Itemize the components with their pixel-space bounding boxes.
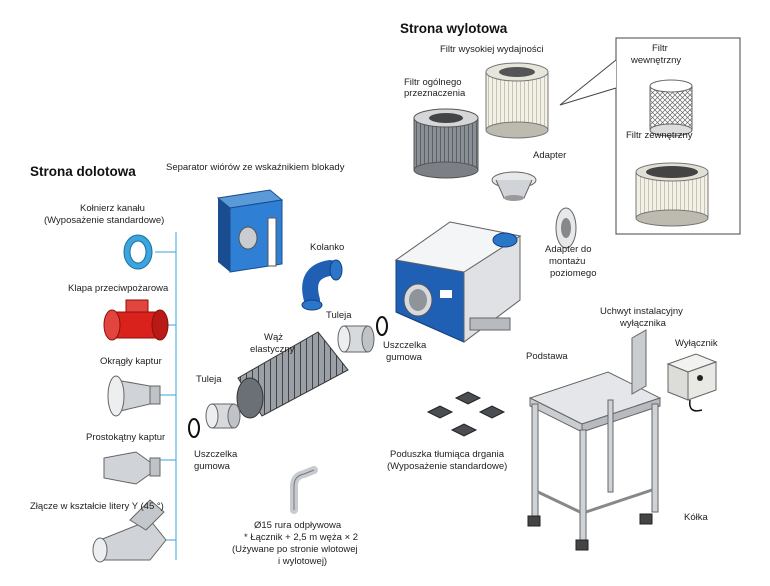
horizontal-adapter-label-1: Adapter do bbox=[545, 244, 592, 255]
elbow-image bbox=[301, 259, 343, 311]
general-filter-image bbox=[413, 108, 479, 179]
stand-label: Podstawa bbox=[526, 351, 568, 362]
drain-pipe-image bbox=[290, 466, 318, 514]
adapter-image bbox=[491, 171, 537, 201]
sleeve-left-image bbox=[205, 403, 241, 429]
elbow-label: Kolanko bbox=[310, 242, 345, 253]
duct-flange-image bbox=[123, 234, 153, 270]
inner-filter-image bbox=[649, 79, 693, 137]
inner-filter-label-1: Filtr bbox=[652, 43, 668, 54]
y-connector-label: Złącze w kształcie litery Y (45 °) bbox=[30, 501, 164, 512]
duct-flange-label-1: Kołnierz kanału bbox=[80, 203, 145, 214]
outlet-side-title: Strona wylotowa bbox=[400, 21, 508, 36]
outer-filter-image bbox=[635, 162, 709, 227]
breaker-bracket-image bbox=[631, 329, 647, 395]
inner-filter-label-2: wewnętrzny bbox=[631, 55, 682, 66]
round-hood-image bbox=[107, 375, 161, 417]
fire-damper-image bbox=[103, 299, 169, 341]
dust-collector-unit-image bbox=[394, 221, 522, 343]
round-hood-label: Okrągły kaptur bbox=[100, 356, 162, 367]
general-filter-label-2: przeznaczenia bbox=[404, 88, 466, 99]
chip-separator-label: Separator wiórów ze wskaźnikiem blokady bbox=[166, 162, 345, 173]
chip-separator-image bbox=[216, 189, 284, 273]
breaker-bracket-label-2: wyłącznika bbox=[620, 318, 666, 329]
rubber-seal-right-image bbox=[376, 316, 388, 336]
vibration-pad-label-1: Poduszka tłumiąca drgania bbox=[390, 449, 505, 460]
high-efficiency-filter-label: Filtr wysokiej wydajności bbox=[440, 44, 544, 55]
y-connector-image bbox=[92, 499, 167, 563]
sleeve-left-label: Tuleja bbox=[196, 374, 222, 385]
casters-label: Kółka bbox=[684, 512, 708, 523]
rubber-seal-left-image bbox=[188, 418, 200, 438]
general-filter-label-1: Filtr ogólnego bbox=[404, 77, 462, 88]
casters-image bbox=[527, 513, 653, 551]
horizontal-adapter-image bbox=[555, 207, 577, 249]
drain-pipe-label-3: (Używane po stronie wlotowej bbox=[232, 544, 358, 555]
breaker-image bbox=[666, 353, 718, 412]
inlet-side-title: Strona dolotowa bbox=[30, 164, 136, 179]
stand-image bbox=[528, 371, 662, 541]
horizontal-adapter-label-2: montażu bbox=[549, 256, 586, 267]
rectangular-hood-label: Prostokątny kaptur bbox=[86, 432, 166, 443]
drain-pipe-label-4: i wylotowej) bbox=[278, 556, 328, 567]
rubber-seal-left-label-1: Uszczelka bbox=[194, 449, 238, 460]
vibration-pad-label-2: (Wyposażenie standardowe) bbox=[387, 461, 508, 472]
rubber-seal-right-label-1: Uszczelka bbox=[383, 340, 427, 351]
fire-damper-label: Klapa przeciwpożarowa bbox=[68, 283, 169, 294]
horizontal-adapter-label-3: poziomego bbox=[550, 268, 597, 279]
drain-pipe-label-1: Ø15 rura odpływowa bbox=[254, 520, 342, 531]
vibration-pads-image bbox=[426, 391, 506, 437]
duct-flange-label-2: (Wyposażenie standardowe) bbox=[44, 215, 165, 226]
breaker-bracket-label-1: Uchwyt instalacyjny bbox=[600, 306, 683, 317]
flexible-hose-image bbox=[236, 331, 349, 419]
rectangular-hood-image bbox=[103, 451, 161, 485]
outer-filter-label: Filtr zewnętrzny bbox=[626, 130, 693, 141]
breaker-label: Wyłącznik bbox=[675, 338, 718, 349]
sleeve-right-label: Tuleja bbox=[326, 310, 352, 321]
rubber-seal-right-label-2: gumowa bbox=[386, 352, 422, 363]
flexible-hose-label-1: Wąż bbox=[264, 332, 283, 343]
flexible-hose-label-2: elastyczny bbox=[250, 344, 295, 355]
sleeve-right-image bbox=[337, 325, 375, 353]
high-efficiency-filter-image bbox=[485, 62, 549, 139]
rubber-seal-left-label-2: gumowa bbox=[194, 461, 230, 472]
adapter-label: Adapter bbox=[533, 150, 567, 161]
drain-pipe-label-2: * Łącznik + 2,5 m węża × 2 bbox=[244, 532, 359, 543]
